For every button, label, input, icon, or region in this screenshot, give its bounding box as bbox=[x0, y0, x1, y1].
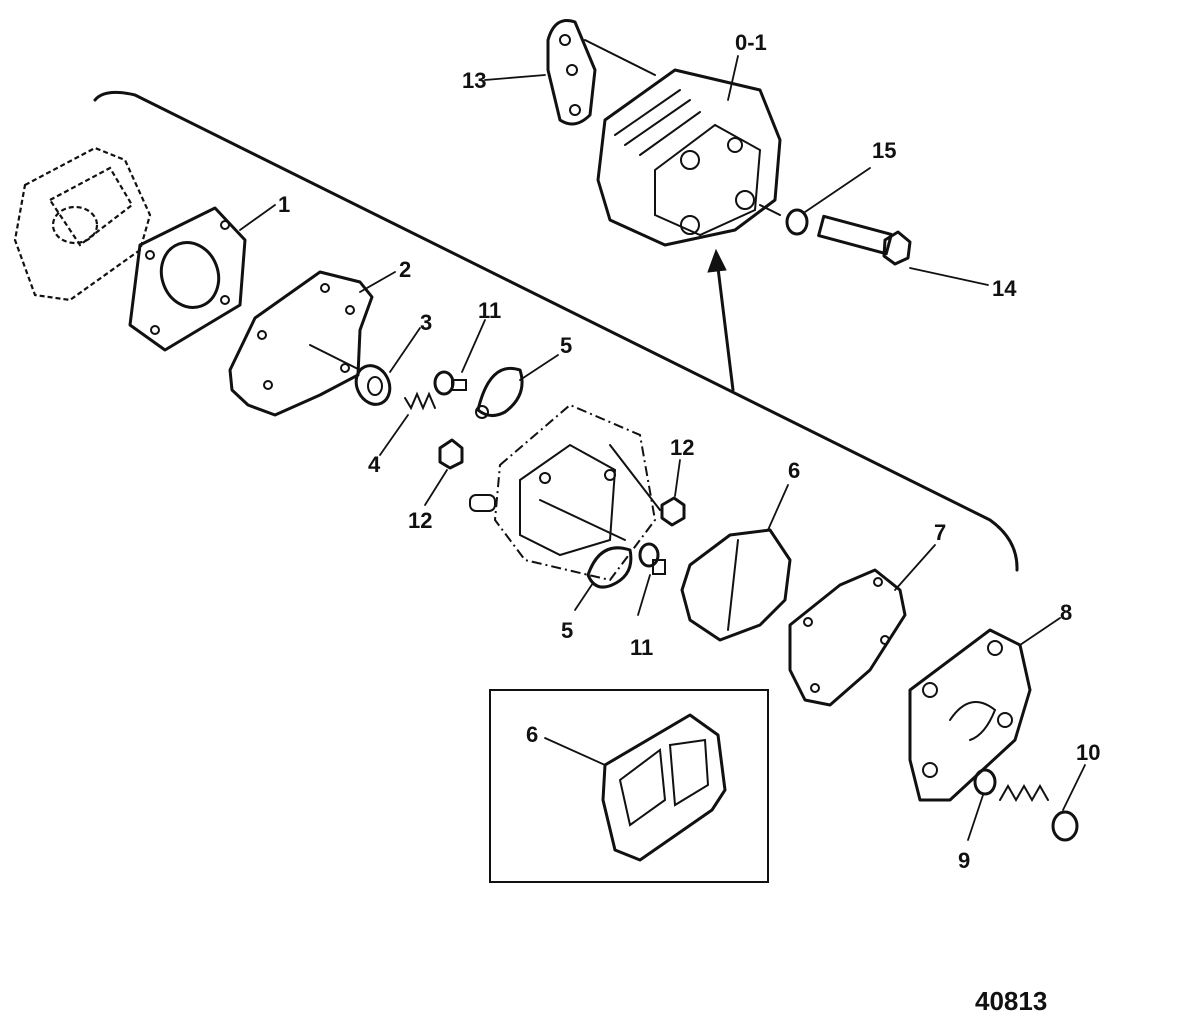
callout-6-main: 6 bbox=[788, 458, 800, 483]
part-4-spring bbox=[404, 391, 436, 411]
part-12-nut-left bbox=[438, 438, 464, 470]
mounting-flange-outline bbox=[13, 146, 152, 302]
part-1-gasket bbox=[128, 206, 247, 352]
part-3-plate bbox=[354, 364, 392, 406]
part-5-valve-lower bbox=[586, 546, 633, 589]
callout-labels: 1 2 3 4 11 5 12 12 6 5 11 7 8 10 9 6 13 … bbox=[278, 30, 1100, 873]
inset-alternate-gasket bbox=[489, 689, 769, 883]
callout-12-left: 12 bbox=[408, 508, 432, 533]
callout-0-1: 0-1 bbox=[735, 30, 767, 55]
callout-11-lower: 11 bbox=[630, 635, 653, 660]
callout-5-lower: 5 bbox=[561, 618, 573, 643]
part-5-valve-upper bbox=[475, 367, 524, 419]
part-9-washer bbox=[973, 768, 997, 796]
callout-13: 13 bbox=[462, 68, 486, 93]
callout-15: 15 bbox=[872, 138, 896, 163]
part-15-washer bbox=[785, 208, 809, 236]
part-14-bolt bbox=[759, 204, 912, 266]
callout-10: 10 bbox=[1076, 740, 1100, 765]
callout-11-upper: 11 bbox=[478, 298, 501, 323]
callout-7: 7 bbox=[934, 520, 946, 545]
callout-8: 8 bbox=[1060, 600, 1072, 625]
part-13-gasket bbox=[546, 19, 656, 126]
callout-14: 14 bbox=[992, 276, 1017, 301]
callout-6-inset: 6 bbox=[526, 722, 538, 747]
part-6-gasket bbox=[680, 528, 792, 642]
callout-2: 2 bbox=[399, 257, 411, 282]
part-8-cover bbox=[908, 628, 1032, 802]
assembled-fuel-pump bbox=[596, 68, 782, 247]
pump-body bbox=[469, 403, 661, 582]
part-11-screw-lower bbox=[638, 542, 666, 575]
part-2-diaphragm bbox=[228, 270, 374, 417]
figure-number: 40813 bbox=[975, 986, 1047, 1016]
part-7-diaphragm bbox=[788, 568, 907, 707]
part-11-screw-upper bbox=[433, 370, 467, 396]
assembly-bracket-line bbox=[93, 90, 1019, 572]
callout-12-right: 12 bbox=[670, 435, 694, 460]
callout-1: 1 bbox=[278, 192, 290, 217]
assembly-arrow bbox=[707, 248, 735, 392]
part-10-screw bbox=[999, 783, 1079, 842]
callout-5-upper: 5 bbox=[560, 333, 572, 358]
callout-9: 9 bbox=[958, 848, 970, 873]
callout-3: 3 bbox=[420, 310, 432, 335]
leader-lines bbox=[239, 55, 1086, 841]
callout-4: 4 bbox=[368, 452, 381, 477]
part-12-nut-right bbox=[660, 496, 686, 527]
